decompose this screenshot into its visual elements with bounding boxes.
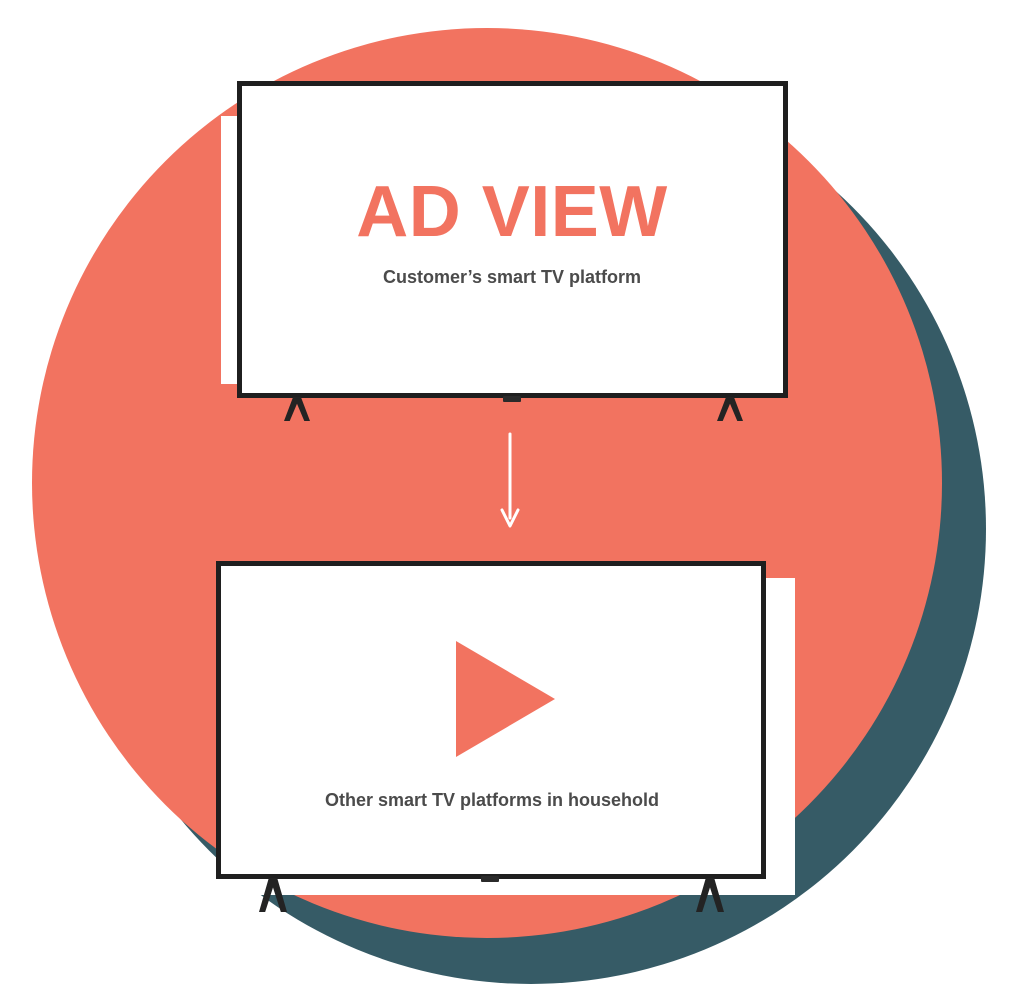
top-tv-sensor bbox=[503, 396, 521, 402]
play-icon bbox=[456, 641, 555, 757]
bottom-tv-sensor bbox=[481, 876, 499, 882]
down-arrow-icon bbox=[500, 432, 520, 528]
top-tv-screen bbox=[237, 81, 788, 398]
household-platforms-label: Other smart TV platforms in household bbox=[324, 790, 660, 810]
customer-platform-label: Customer’s smart TV platform bbox=[382, 267, 642, 287]
ad-view-title: AD VIEW bbox=[356, 172, 668, 252]
